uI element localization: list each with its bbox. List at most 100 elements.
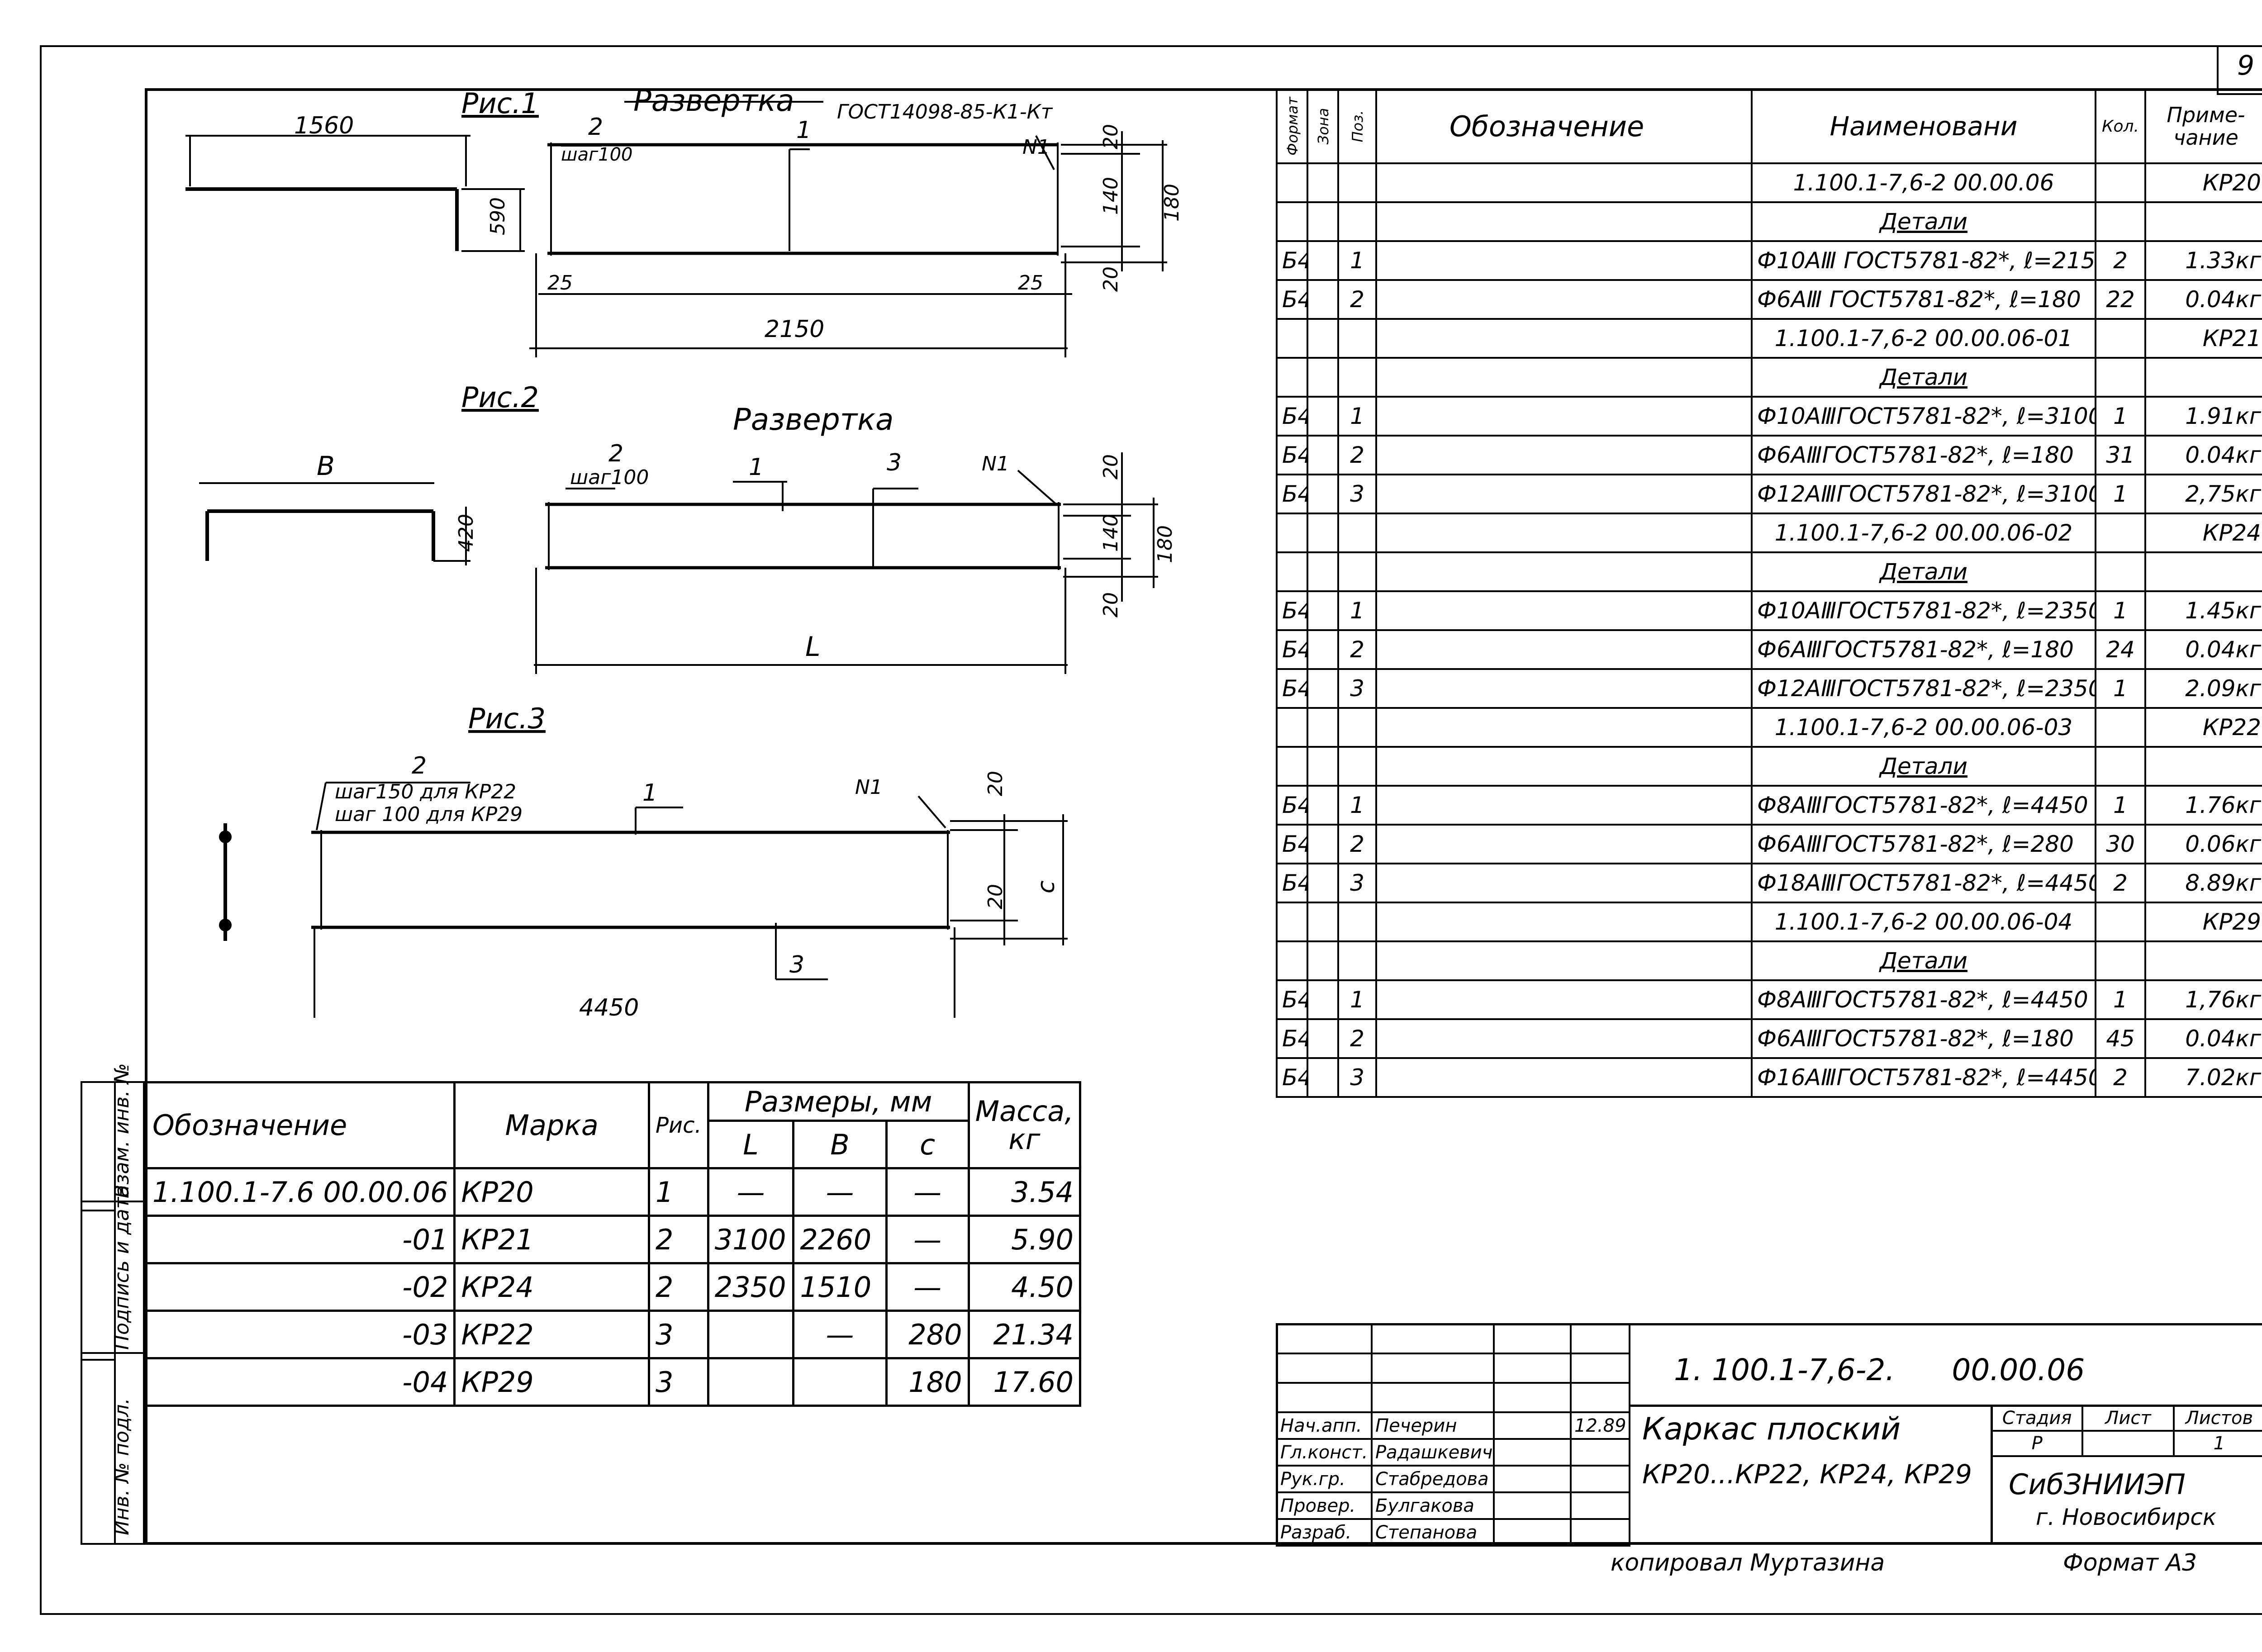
spec-format: Б4: [1276, 785, 1308, 826]
spec-qty: [2095, 707, 2146, 748]
mt-l: —: [707, 1167, 795, 1217]
spec-pos: 1: [1337, 979, 1377, 1020]
spec-zone: [1307, 629, 1339, 670]
spec-pos: 1: [1337, 240, 1377, 281]
mt-mass: 21.34: [967, 1310, 1082, 1359]
spec-qty: 45: [2095, 1018, 2146, 1059]
fig2-razvertka: Развертка: [733, 402, 894, 437]
spec-pos: 2: [1337, 279, 1377, 320]
fig2-label-step: шаг100: [570, 466, 649, 489]
table-row: Детали: [1276, 746, 2262, 787]
spec-note: КР29: [2144, 902, 2262, 942]
spec-table: Формат Зона Поз. Обозначение Наименовани…: [1276, 88, 2262, 1098]
table-row: Гл.конст. Радашкевич: [1276, 1438, 1630, 1467]
mt-mark: КР22: [453, 1310, 650, 1359]
spec-zone: [1307, 785, 1339, 826]
spec-note: 0.04кг: [2144, 629, 2262, 670]
copied-by: копировал Муртазина: [1611, 1549, 1885, 1576]
spec-format: Б4: [1276, 474, 1308, 514]
spec-designation: [1375, 474, 1753, 514]
spec-designation: [1375, 629, 1753, 670]
table-row: Провер. Булгакова: [1276, 1491, 1630, 1520]
spec-format: [1276, 357, 1308, 398]
table-row: -02 КР24 2 2350 1510 — 4.50: [144, 1262, 1082, 1312]
spec-qty: [2095, 746, 2146, 787]
sheet-outer-frame: [40, 45, 2262, 1615]
mt-l: [707, 1357, 795, 1407]
spec-designation: [1375, 318, 1753, 359]
spec-format: [1276, 707, 1308, 748]
mt-h-mass: Масса, кг: [967, 1081, 1082, 1169]
spec-qty: 22: [2095, 279, 2146, 320]
fig1-dim-height: 590: [486, 197, 509, 235]
table-row: Детали: [1276, 357, 2262, 398]
spec-format: Б4: [1276, 396, 1308, 437]
spec-h-format: Формат: [1276, 88, 1308, 164]
mt-h-designation: Обозначение: [144, 1081, 456, 1169]
spec-h-format-text: Формат: [1284, 97, 1301, 156]
spec-pos: [1337, 162, 1377, 203]
fig1-dim-bottom: 20: [1099, 266, 1122, 292]
table-row: 1.100.1-7.6 00.00.06 КР20 1 — — — 3.54: [144, 1167, 1082, 1217]
spec-name: Ф8АⅢГОСТ5781-82*, ℓ=4450: [1751, 979, 2096, 1020]
fig1-dim-length: 2150: [765, 316, 824, 343]
spec-zone: [1307, 357, 1339, 398]
spec-note: 1.33кг: [2144, 240, 2262, 281]
tb-doc-code: 1. 100.1-7,6-2. 00.00.06: [1674, 1353, 2085, 1387]
fig2-label-n1: N1: [982, 452, 1009, 475]
spec-name: Ф6АⅢГОСТ5781-82*, ℓ=180: [1751, 435, 2096, 475]
side-stamp-replace: Взам. инв. №: [110, 1063, 133, 1198]
table-row: Рук.гр. Стабредова: [1276, 1465, 1630, 1493]
spec-note: [2144, 746, 2262, 787]
spec-pos: [1337, 513, 1377, 553]
spec-designation: [1375, 902, 1753, 942]
fig2-label-1: 1: [749, 454, 764, 481]
spec-format: Б4: [1276, 1057, 1308, 1098]
side-stamp-sign: Подпись и дата: [110, 1185, 133, 1350]
spec-note: 1,76кг: [2144, 979, 2262, 1020]
spec-note: 1.45кг: [2144, 590, 2262, 631]
fig1-label-step: шаг100: [561, 144, 632, 165]
spec-pos: 3: [1337, 474, 1377, 514]
spec-format: [1276, 902, 1308, 942]
spec-zone: [1307, 396, 1339, 437]
spec-zone: [1307, 279, 1339, 320]
spec-pos: 2: [1337, 629, 1377, 670]
fig2-dim-full: 180: [1154, 525, 1177, 563]
spec-qty: 30: [2095, 824, 2146, 864]
spec-pos: 1: [1337, 396, 1377, 437]
tb-sheet: [2081, 1430, 2175, 1457]
spec-note: 7.02кг: [2144, 1057, 2262, 1098]
tb-signature: [1493, 1518, 1572, 1547]
spec-zone: [1307, 863, 1339, 903]
fig1-dim-mid: 140: [1099, 177, 1122, 215]
mt-fig: 3: [647, 1310, 709, 1359]
spec-note: КР22: [2144, 707, 2262, 748]
spec-note: КР24: [2144, 513, 2262, 553]
spec-qty: 1: [2095, 979, 2146, 1020]
table-row: Разраб. Степанова: [1276, 1518, 1630, 1547]
spec-format: [1276, 940, 1308, 981]
spec-pos: [1337, 940, 1377, 981]
spec-pos: 1: [1337, 785, 1377, 826]
mt-b: 1510: [792, 1262, 888, 1312]
fig1-dim-top: 20: [1099, 124, 1122, 149]
spec-format: Б4: [1276, 279, 1308, 320]
spec-name: Детали: [1751, 940, 2096, 981]
spec-zone: [1307, 240, 1339, 281]
spec-format: Б4: [1276, 240, 1308, 281]
spec-pos: 1: [1337, 590, 1377, 631]
mt-mass: 4.50: [967, 1262, 1082, 1312]
spec-note: КР20: [2144, 162, 2262, 203]
tb-role: Нач.апп.: [1276, 1411, 1373, 1440]
mt-fig: 3: [647, 1357, 709, 1407]
spec-pos: 2: [1337, 435, 1377, 475]
tb-role: Рук.гр.: [1276, 1465, 1373, 1493]
fig1-title: Рис.1: [461, 87, 539, 120]
spec-pos: 2: [1337, 1018, 1377, 1059]
